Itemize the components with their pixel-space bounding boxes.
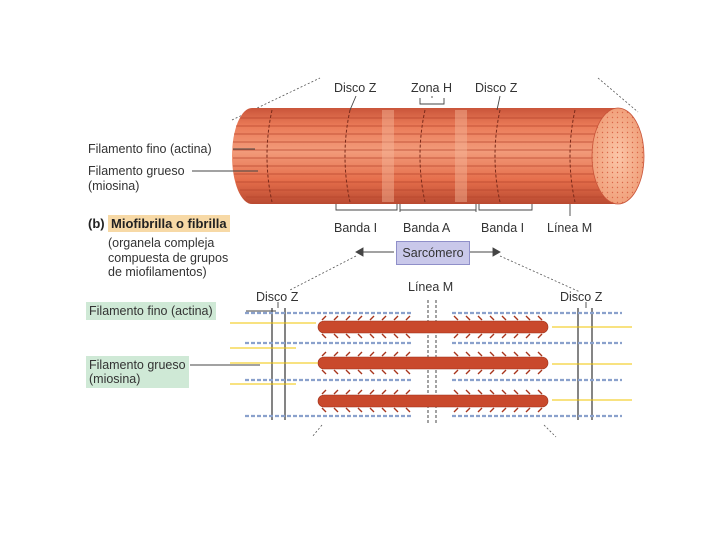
disco-z-lower-right-label: Disco Z (560, 290, 603, 304)
filamento-grueso-lower-box: Filamento grueso (miosina) (86, 356, 189, 388)
caption-description: (organela compleja compuesta de grupos d… (108, 236, 228, 280)
banda-i-left-label: Banda I (334, 221, 378, 235)
caption-line-2: compuesta de grupos (108, 250, 229, 265)
miosina-lower-label: (miosina) (89, 372, 141, 386)
banda-a-label: Banda A (403, 221, 451, 235)
caption-title: Miofibrilla o fibrilla (108, 215, 230, 232)
zona-h-label: Zona H (411, 81, 452, 95)
disco-z-lower-left-label: Disco Z (256, 290, 299, 304)
sarcomere-detail (190, 300, 632, 425)
caption-tag: (b) (88, 216, 105, 231)
filamento-fino-upper-label: Filamento fino (actina) (88, 142, 212, 156)
sarcomero-label: Sarcómero (396, 241, 470, 265)
filamento-grueso-upper-label: Filamento grueso (88, 164, 185, 178)
disco-z-top-right-label: Disco Z (475, 81, 518, 95)
caption-line-1: (organela compleja (108, 236, 215, 250)
banda-i-right-label: Banda I (481, 221, 525, 235)
filamento-fino-lower-label: Filamento fino (actina) (86, 302, 216, 320)
miosina-upper-label: (miosina) (88, 179, 140, 193)
myofibril-cylinder (232, 107, 645, 205)
linea-m-lower-label: Línea M (408, 280, 454, 294)
linea-m-upper-label: Línea M (547, 221, 593, 235)
filamento-grueso-lower-label: Filamento grueso (89, 358, 186, 372)
disco-z-top-left-label: Disco Z (334, 81, 377, 95)
caption-line-3: de miofilamentos) (108, 265, 207, 279)
